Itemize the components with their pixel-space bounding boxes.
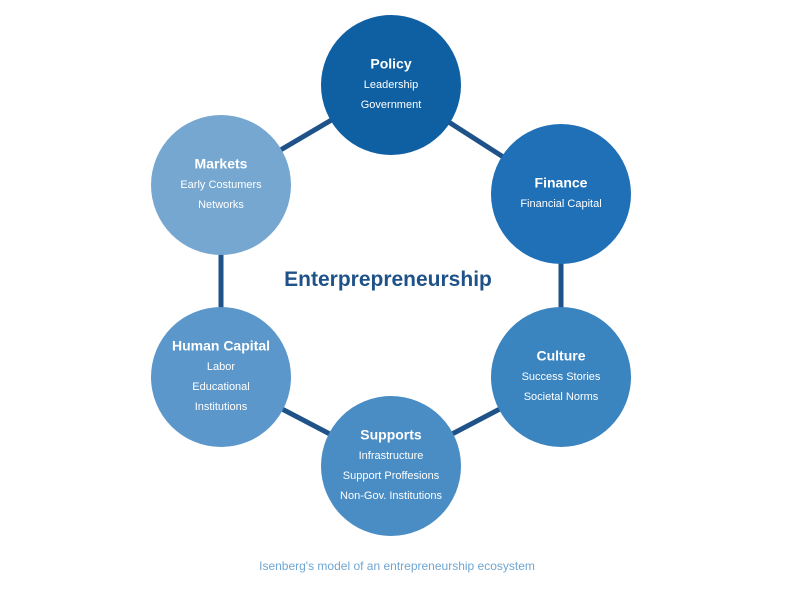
node-circle bbox=[491, 307, 631, 447]
node-detail: Early Costumers bbox=[180, 179, 262, 191]
center-label: Enterprepreneurship bbox=[284, 268, 492, 291]
diagram-caption: Isenberg's model of an entrepreneurship … bbox=[259, 559, 535, 573]
node-circle bbox=[491, 124, 631, 264]
node-title: Human Capital bbox=[172, 338, 270, 354]
node-title: Policy bbox=[370, 56, 411, 72]
node-title: Culture bbox=[537, 348, 586, 364]
node-detail: Institutions bbox=[195, 401, 248, 413]
node-circle bbox=[321, 396, 461, 536]
node-human-capital: Human CapitalLaborEducationalInstitution… bbox=[151, 307, 291, 447]
node-circle bbox=[151, 307, 291, 447]
node-detail: Infrastructure bbox=[359, 450, 424, 462]
node-title: Supports bbox=[360, 427, 422, 443]
node-detail: Non-Gov. Institutions bbox=[340, 490, 442, 502]
node-detail: Support Proffesions bbox=[343, 470, 440, 482]
node-circle bbox=[151, 115, 291, 255]
node-detail: Financial Capital bbox=[520, 198, 601, 210]
node-detail: Networks bbox=[198, 199, 244, 211]
node-circle bbox=[321, 15, 461, 155]
node-detail: Government bbox=[361, 99, 422, 111]
node-detail: Labor bbox=[207, 361, 235, 373]
node-detail: Success Stories bbox=[522, 371, 601, 383]
node-detail: Leadership bbox=[364, 79, 418, 91]
node-detail: Educational bbox=[192, 381, 250, 393]
ecosystem-nodes: PolicyLeadershipGovernmentFinanceFinanci… bbox=[151, 15, 631, 536]
node-detail: Societal Norms bbox=[524, 391, 599, 403]
node-title: Markets bbox=[195, 156, 248, 172]
node-title: Finance bbox=[535, 175, 588, 191]
